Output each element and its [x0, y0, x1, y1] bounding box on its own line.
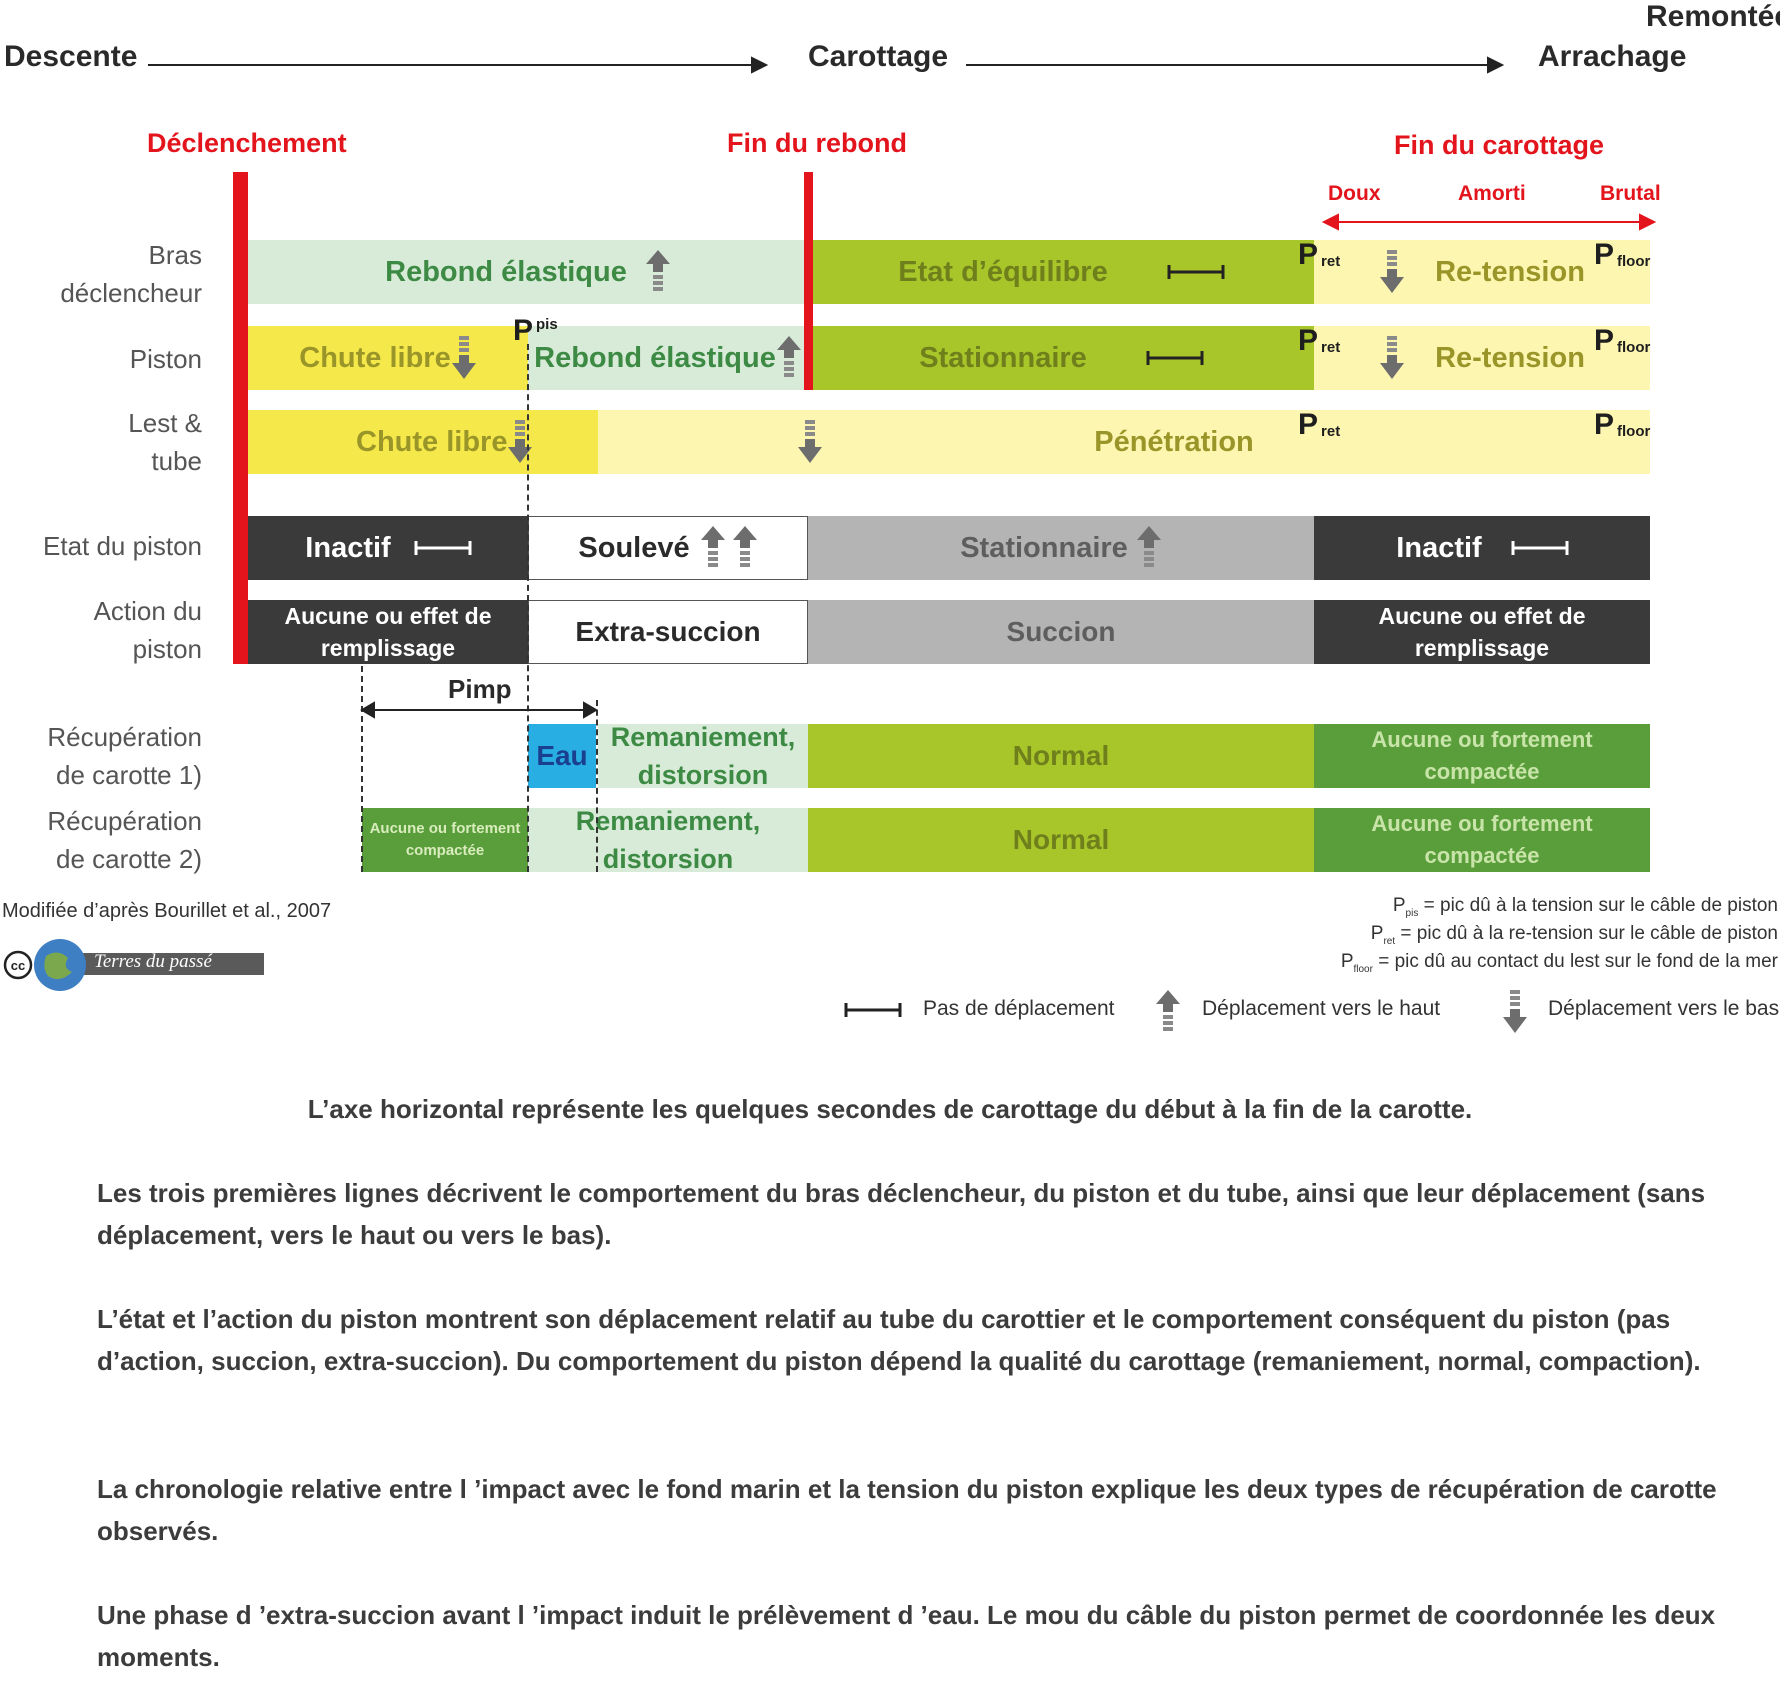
no-move-icon — [1146, 351, 1204, 365]
etat-inactif-1: Inactif — [248, 516, 528, 580]
down-arrow-icon — [1380, 250, 1405, 293]
phase-remontee: Remontée — [1646, 0, 1780, 33]
down-arrow-icon — [1503, 990, 1527, 1033]
legend-down: Déplacement vers le bas — [1548, 997, 1780, 1020]
piston-chute-libre: Chute libre — [248, 326, 528, 390]
cc-icon — [3, 950, 33, 980]
recup2-aucune: Aucune ou fortement compactée — [1314, 808, 1650, 872]
event-declenchement: Déclenchement — [147, 128, 347, 158]
paragraph-1: L’axe horizontal représente les quelques… — [307, 1094, 1473, 1124]
credit-text: Modifiée d’après Bourillet et al., 2007 — [2, 900, 332, 922]
row-label-recup1: Récupération de carotte 1) — [47, 722, 202, 790]
label-brutal: Brutal — [1600, 182, 1661, 205]
paragraph-4: La chronologie relative entre l ’impact … — [97, 1474, 1717, 1546]
declenchement-bar — [233, 172, 248, 664]
paragraph-2: Les trois premières lignes décrivent le … — [97, 1178, 1706, 1250]
row-label-piston: Piston — [129, 344, 202, 374]
label-amorti: Amorti — [1458, 182, 1526, 205]
up-arrow-icon — [1156, 990, 1180, 1031]
recup1-eau: Eau — [528, 724, 596, 788]
action-aucune-1: Aucune ou effet de remplissage — [248, 600, 528, 664]
row-label-action: Action du piston — [93, 596, 202, 664]
legend-up: Déplacement vers le haut — [1202, 997, 1441, 1020]
phase-descente: Descente — [4, 40, 138, 73]
pimp-dashed-left — [361, 666, 363, 872]
no-move-icon — [1167, 265, 1225, 279]
legend-pfloor: Pfloor = pic dû au contact du lest sur l… — [1340, 951, 1778, 975]
up-arrow-icon — [645, 250, 670, 291]
recup1-aucune: Aucune ou fortement compactée — [1314, 724, 1650, 788]
piston-re-tension: Re-tension — [1314, 326, 1650, 390]
phase-arrow-2 — [966, 56, 1505, 74]
phase-arrachage: Arrachage — [1538, 40, 1687, 73]
pimp-label: Pimp — [448, 674, 512, 704]
bras-etat-equilibre: Etat d’équilibre — [808, 240, 1314, 304]
paragraph-5: Une phase d ’extra-succion avant l ’impa… — [97, 1600, 1716, 1672]
down-arrow-icon — [1380, 336, 1405, 379]
action-succion: Succion — [808, 600, 1314, 664]
svg-text:cc: cc — [11, 958, 25, 973]
phase-arrow-1 — [148, 56, 769, 74]
piston-stationnaire: Stationnaire — [808, 326, 1314, 390]
phase-carottage: Carottage — [808, 40, 949, 73]
paragraph-3: L’état et l’action du piston montrent so… — [97, 1304, 1701, 1376]
bras-rebond-elastique: Rebond élastique — [248, 240, 808, 304]
lest-penetration: Pénétration — [598, 410, 1650, 474]
down-arrow-icon — [451, 336, 476, 379]
event-fin-rebond: Fin du rebond — [727, 128, 907, 158]
row-label-lest: Lest & tube — [128, 408, 202, 476]
recup2-aucune-small: Aucune ou fortement compactée — [362, 808, 528, 872]
ppis-dashed-line — [527, 344, 529, 872]
row-label-recup2: Récupération de carotte 2) — [47, 806, 202, 874]
no-move-icon — [1511, 541, 1569, 555]
legend-pret: Pret = pic dû à la re-tension sur le câb… — [1370, 923, 1778, 947]
logo: cc Terres du passé — [2, 938, 264, 992]
action-aucune-2: Aucune ou effet de remplissage — [1314, 600, 1650, 664]
recup2-normal: Normal — [808, 808, 1314, 872]
up-arrow-icon — [732, 526, 757, 567]
up-arrow-icon — [700, 526, 725, 567]
down-arrow-icon — [798, 420, 822, 463]
logo-graphic: cc — [3, 939, 264, 991]
recup1-remaniement: Remaniement, distorsion — [598, 722, 808, 790]
etat-inactif-2: Inactif — [1314, 516, 1650, 580]
fin-rebond-bar — [804, 172, 813, 390]
doux-brutal-arrow — [1321, 213, 1657, 231]
lest-chute-libre: Chute libre — [248, 410, 598, 474]
legend-no-move: Pas de déplacement — [923, 997, 1115, 1020]
bras-re-tension: Re-tension — [1314, 240, 1650, 304]
recup2-remaniement: Remaniement, distorsion — [528, 806, 808, 874]
pimp-arrow — [360, 701, 598, 719]
legend-ppis: Ppis = pic dû à la tension sur le câble … — [1392, 895, 1778, 919]
logo-text: Terres du passé — [94, 951, 212, 972]
down-arrow-icon — [508, 420, 533, 463]
row-label-bras: Bras déclencheur — [60, 240, 202, 308]
up-arrow-icon — [776, 336, 801, 377]
no-move-icon — [844, 1003, 902, 1017]
pimp-dashed-right — [596, 700, 598, 872]
recup1-normal: Normal — [808, 724, 1314, 788]
etat-stationnaire: Stationnaire — [808, 516, 1314, 580]
phase-arrows — [148, 56, 1505, 74]
event-fin-carottage: Fin du carottage — [1394, 130, 1605, 160]
up-arrow-icon — [1136, 526, 1161, 567]
etat-souleve: Soulevé — [528, 516, 808, 580]
row-label-etat: Etat du piston — [43, 531, 202, 561]
label-doux: Doux — [1328, 182, 1381, 205]
no-move-icon — [414, 541, 472, 555]
action-extra-succion: Extra-succion — [528, 600, 808, 664]
piston-rebond-elastique: Rebond élastique — [528, 326, 808, 390]
